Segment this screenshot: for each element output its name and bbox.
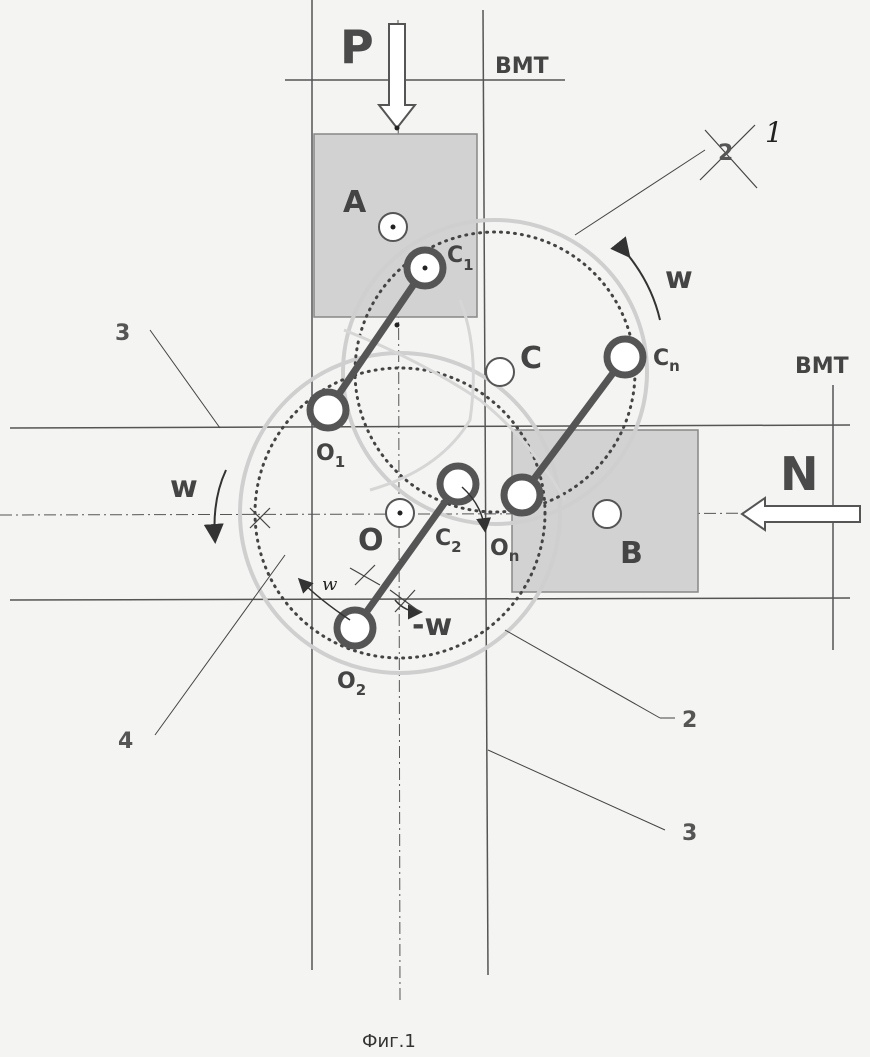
inner-arc-2 xyxy=(369,299,475,492)
label-b: B xyxy=(620,536,643,571)
gear-upper xyxy=(341,218,649,526)
point-c xyxy=(485,357,515,387)
label-o1: O1 xyxy=(316,441,345,471)
horizontal-guide-top xyxy=(9,424,851,429)
crank-on-cn xyxy=(519,354,628,498)
rotation-arrow-c2 xyxy=(461,486,492,533)
joint-o2 xyxy=(333,606,377,650)
force-n-arrow xyxy=(740,496,861,532)
label-c1-sub: 1 xyxy=(463,256,473,274)
label-w-top: w xyxy=(665,261,693,296)
label-o: O xyxy=(358,523,384,558)
leader-4 xyxy=(154,554,286,736)
horizontal-guide-bottom xyxy=(9,597,851,601)
rotation-arrow-left xyxy=(203,469,227,544)
label-minus-w: -w xyxy=(412,608,452,643)
rotation-arrow-minus-w xyxy=(394,599,423,620)
label-on-base: O xyxy=(490,536,509,561)
label-cn-base: C xyxy=(653,346,669,371)
label-p: P xyxy=(340,20,374,74)
label-on: On xyxy=(490,536,519,565)
point-b xyxy=(592,499,622,529)
cross-marks xyxy=(249,124,758,613)
leader-2-bottom xyxy=(504,629,661,719)
ref-3-bottom: 3 xyxy=(682,821,697,846)
center-dot-o xyxy=(397,510,403,516)
label-w-small: w xyxy=(322,574,338,595)
label-o2-sub: 2 xyxy=(356,681,366,699)
center-dot-c1 xyxy=(422,265,428,271)
figure-caption: Фиг.1 xyxy=(362,1031,416,1052)
label-o1-sub: 1 xyxy=(335,453,345,471)
crank-o2-c2 xyxy=(352,481,461,631)
force-p-arrow xyxy=(376,23,418,130)
label-c2: C2 xyxy=(435,526,462,556)
label-bmt-top: ВМТ xyxy=(495,54,549,79)
ref-2-bottom: 2 xyxy=(682,708,697,733)
crank-o1-c1 xyxy=(325,266,428,412)
label-c2-sub: 2 xyxy=(451,538,461,556)
joint-c2 xyxy=(436,462,480,506)
dot-piston-bottom xyxy=(394,322,400,328)
rotation-arrow-small-w xyxy=(297,577,351,621)
label-bmt-right: ВМТ xyxy=(795,354,849,379)
label-c2-base: C xyxy=(435,526,451,551)
leader-2-top xyxy=(574,149,706,236)
vertical-guide-right xyxy=(482,9,489,976)
joint-cn xyxy=(603,335,647,379)
label-on-sub: n xyxy=(509,547,520,565)
label-n: N xyxy=(780,447,819,501)
label-w-left: w xyxy=(170,470,198,505)
horizontal-axis xyxy=(0,512,861,516)
joint-o1 xyxy=(306,388,350,432)
ref-1: 1 xyxy=(765,116,783,149)
label-o2-base: O xyxy=(337,669,356,694)
ref-3-left: 3 xyxy=(115,321,130,346)
center-dot-a xyxy=(390,224,396,230)
leader-3-left xyxy=(149,329,221,429)
ref-4: 4 xyxy=(118,729,133,754)
label-cn-sub: n xyxy=(669,357,680,375)
joint-on xyxy=(500,473,544,517)
leader-3-bottom xyxy=(487,749,666,831)
label-o2: O2 xyxy=(337,669,366,699)
rotation-arrow-top xyxy=(610,236,661,321)
dot-piston-top xyxy=(394,125,400,131)
label-c1-base: C xyxy=(447,243,463,268)
label-cn: Cn xyxy=(653,346,680,375)
label-o1-base: O xyxy=(316,441,335,466)
label-c: C xyxy=(520,341,542,376)
label-c1: C1 xyxy=(447,243,474,274)
ref-2-top: 2 xyxy=(718,141,733,166)
label-a: A xyxy=(343,185,367,220)
